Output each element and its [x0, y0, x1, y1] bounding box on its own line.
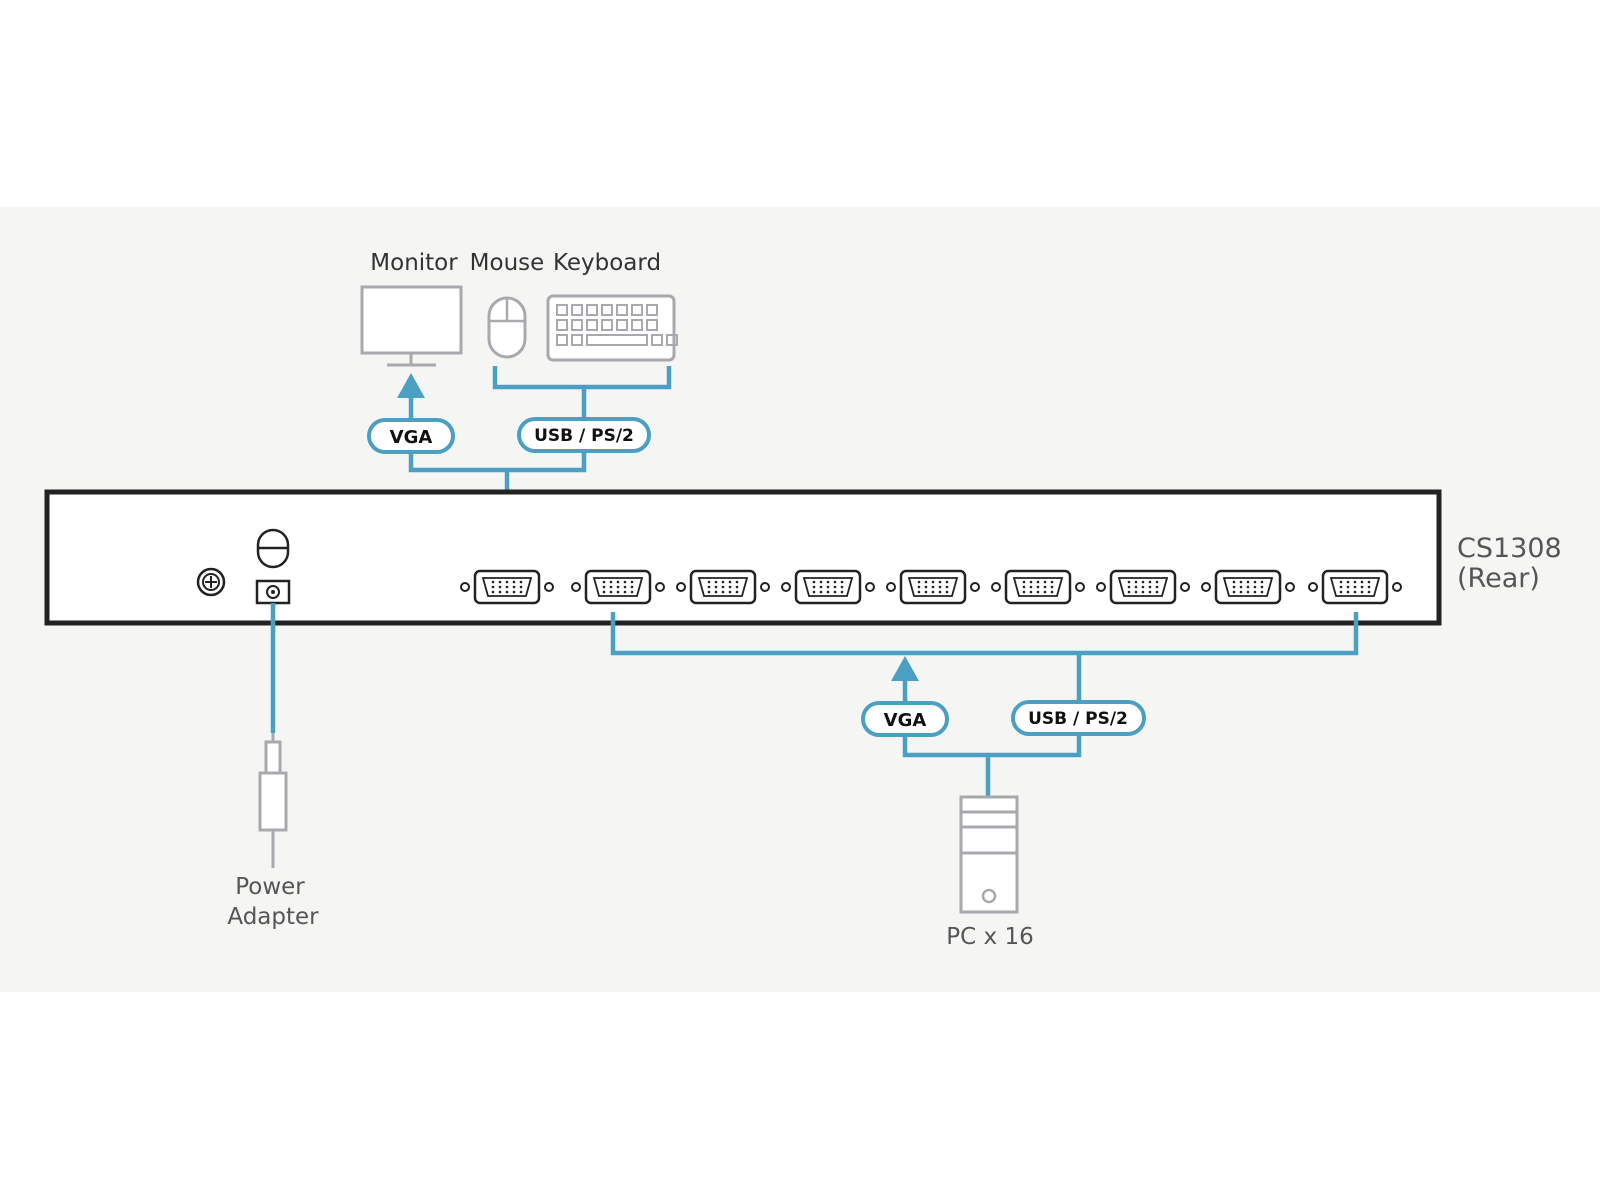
- mouse-icon: [487, 296, 527, 359]
- key: [556, 304, 568, 316]
- monitor-icon: [360, 285, 463, 367]
- console-usb-ps2-pill: USB / PS/2: [517, 417, 651, 453]
- ground-screw-icon: [196, 567, 226, 597]
- key: [601, 319, 613, 331]
- key: [631, 319, 643, 331]
- pc-port: [1201, 569, 1295, 605]
- console-vga-pill: VGA: [367, 418, 455, 454]
- pc-port: [676, 569, 770, 605]
- pc-port: [1308, 569, 1402, 605]
- svg-text:USB / PS/2: USB / PS/2: [1028, 709, 1128, 729]
- svg-text:USB / PS/2: USB / PS/2: [534, 426, 634, 446]
- monitor-label: Monitor: [370, 250, 458, 276]
- key: [616, 304, 628, 316]
- key: [651, 334, 663, 346]
- key: [631, 304, 643, 316]
- monitor-arrow-icon: [397, 373, 425, 398]
- pc-cables: [610, 612, 1359, 797]
- power-adapter-icon: [258, 740, 288, 868]
- key: [556, 319, 568, 331]
- pc-usb-ps2-pill: USB / PS/2: [1011, 700, 1146, 736]
- key: [571, 304, 583, 316]
- key: [646, 319, 658, 331]
- svg-text:VGA: VGA: [884, 710, 927, 731]
- key: [646, 304, 658, 316]
- keyboard-icon: [546, 294, 678, 362]
- pc-port: [1096, 569, 1190, 605]
- keyboard-label: Keyboard: [553, 250, 661, 276]
- power-label-line2: Adapter: [227, 904, 319, 930]
- key: [571, 319, 583, 331]
- key: [666, 334, 678, 346]
- key: [586, 304, 598, 316]
- view-label: (Rear): [1457, 563, 1540, 594]
- mouse-label: Mouse: [470, 250, 545, 276]
- key: [616, 319, 628, 331]
- pc-vga-pill: VGA: [861, 701, 949, 737]
- power-label-line1: Power: [235, 874, 305, 900]
- power-jack-icon: [255, 579, 291, 605]
- pc-tower-icon: [959, 795, 1019, 914]
- key: [601, 304, 613, 316]
- svg-text:VGA: VGA: [390, 427, 433, 448]
- pc-label: PC x 16: [946, 924, 1033, 950]
- console-port: [460, 569, 554, 605]
- pc-port: [886, 569, 980, 605]
- key: [586, 319, 598, 331]
- pc-port: [991, 569, 1085, 605]
- key: [571, 334, 583, 346]
- pc-port: [571, 569, 665, 605]
- power-switch-icon: [256, 528, 290, 569]
- key: [586, 334, 648, 346]
- key: [556, 334, 568, 346]
- console-cables: [397, 366, 672, 569]
- pc-arrow-icon: [891, 656, 919, 681]
- model-label: CS1308: [1457, 533, 1562, 564]
- db-ports: [460, 569, 1402, 605]
- pc-port: [781, 569, 875, 605]
